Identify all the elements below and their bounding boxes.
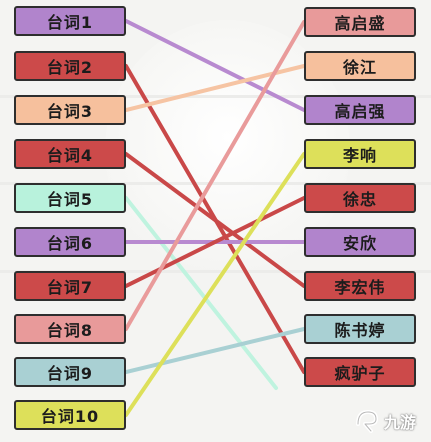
connection-line-8 (124, 20, 306, 331)
jiuyou-logo-icon (353, 407, 381, 435)
connection-line-4 (124, 152, 306, 288)
connection-line-9 (124, 327, 306, 374)
watermark: 九游 (353, 404, 431, 438)
quote-card-2[interactable]: 台词2 (14, 51, 126, 81)
quote-card-5[interactable]: 台词5 (14, 183, 126, 213)
quote-card-9[interactable]: 台词9 (14, 357, 126, 387)
quote-card-7[interactable]: 台词7 (14, 271, 126, 301)
character-card-9[interactable]: 疯驴子 (304, 357, 416, 387)
character-card-3[interactable]: 高启强 (304, 95, 416, 125)
connection-line-10 (124, 152, 306, 417)
character-card-1[interactable]: 高启盛 (304, 7, 416, 37)
background-stripe (0, 182, 431, 185)
quote-card-1[interactable]: 台词1 (14, 6, 126, 36)
quote-card-6[interactable]: 台词6 (14, 227, 126, 257)
quote-card-8[interactable]: 台词8 (14, 314, 126, 344)
character-card-8[interactable]: 陈书婷 (304, 314, 416, 344)
watermark-text: 九游 (384, 413, 417, 432)
connection-line-5 (124, 196, 278, 390)
quote-card-3[interactable]: 台词3 (14, 95, 126, 125)
connection-line-1 (124, 19, 306, 112)
character-card-7[interactable]: 李宏伟 (304, 271, 416, 301)
quote-card-4[interactable]: 台词4 (14, 139, 126, 169)
character-card-4[interactable]: 李响 (304, 139, 416, 169)
character-card-6[interactable]: 安欣 (304, 227, 416, 257)
background-stripe (0, 270, 431, 273)
character-card-5[interactable]: 徐忠 (304, 183, 416, 213)
character-card-2[interactable]: 徐江 (304, 51, 416, 81)
background-stripe (0, 95, 431, 98)
connection-line-3 (124, 64, 306, 112)
quote-card-10[interactable]: 台词10 (14, 400, 126, 430)
connection-line-7 (124, 196, 306, 288)
